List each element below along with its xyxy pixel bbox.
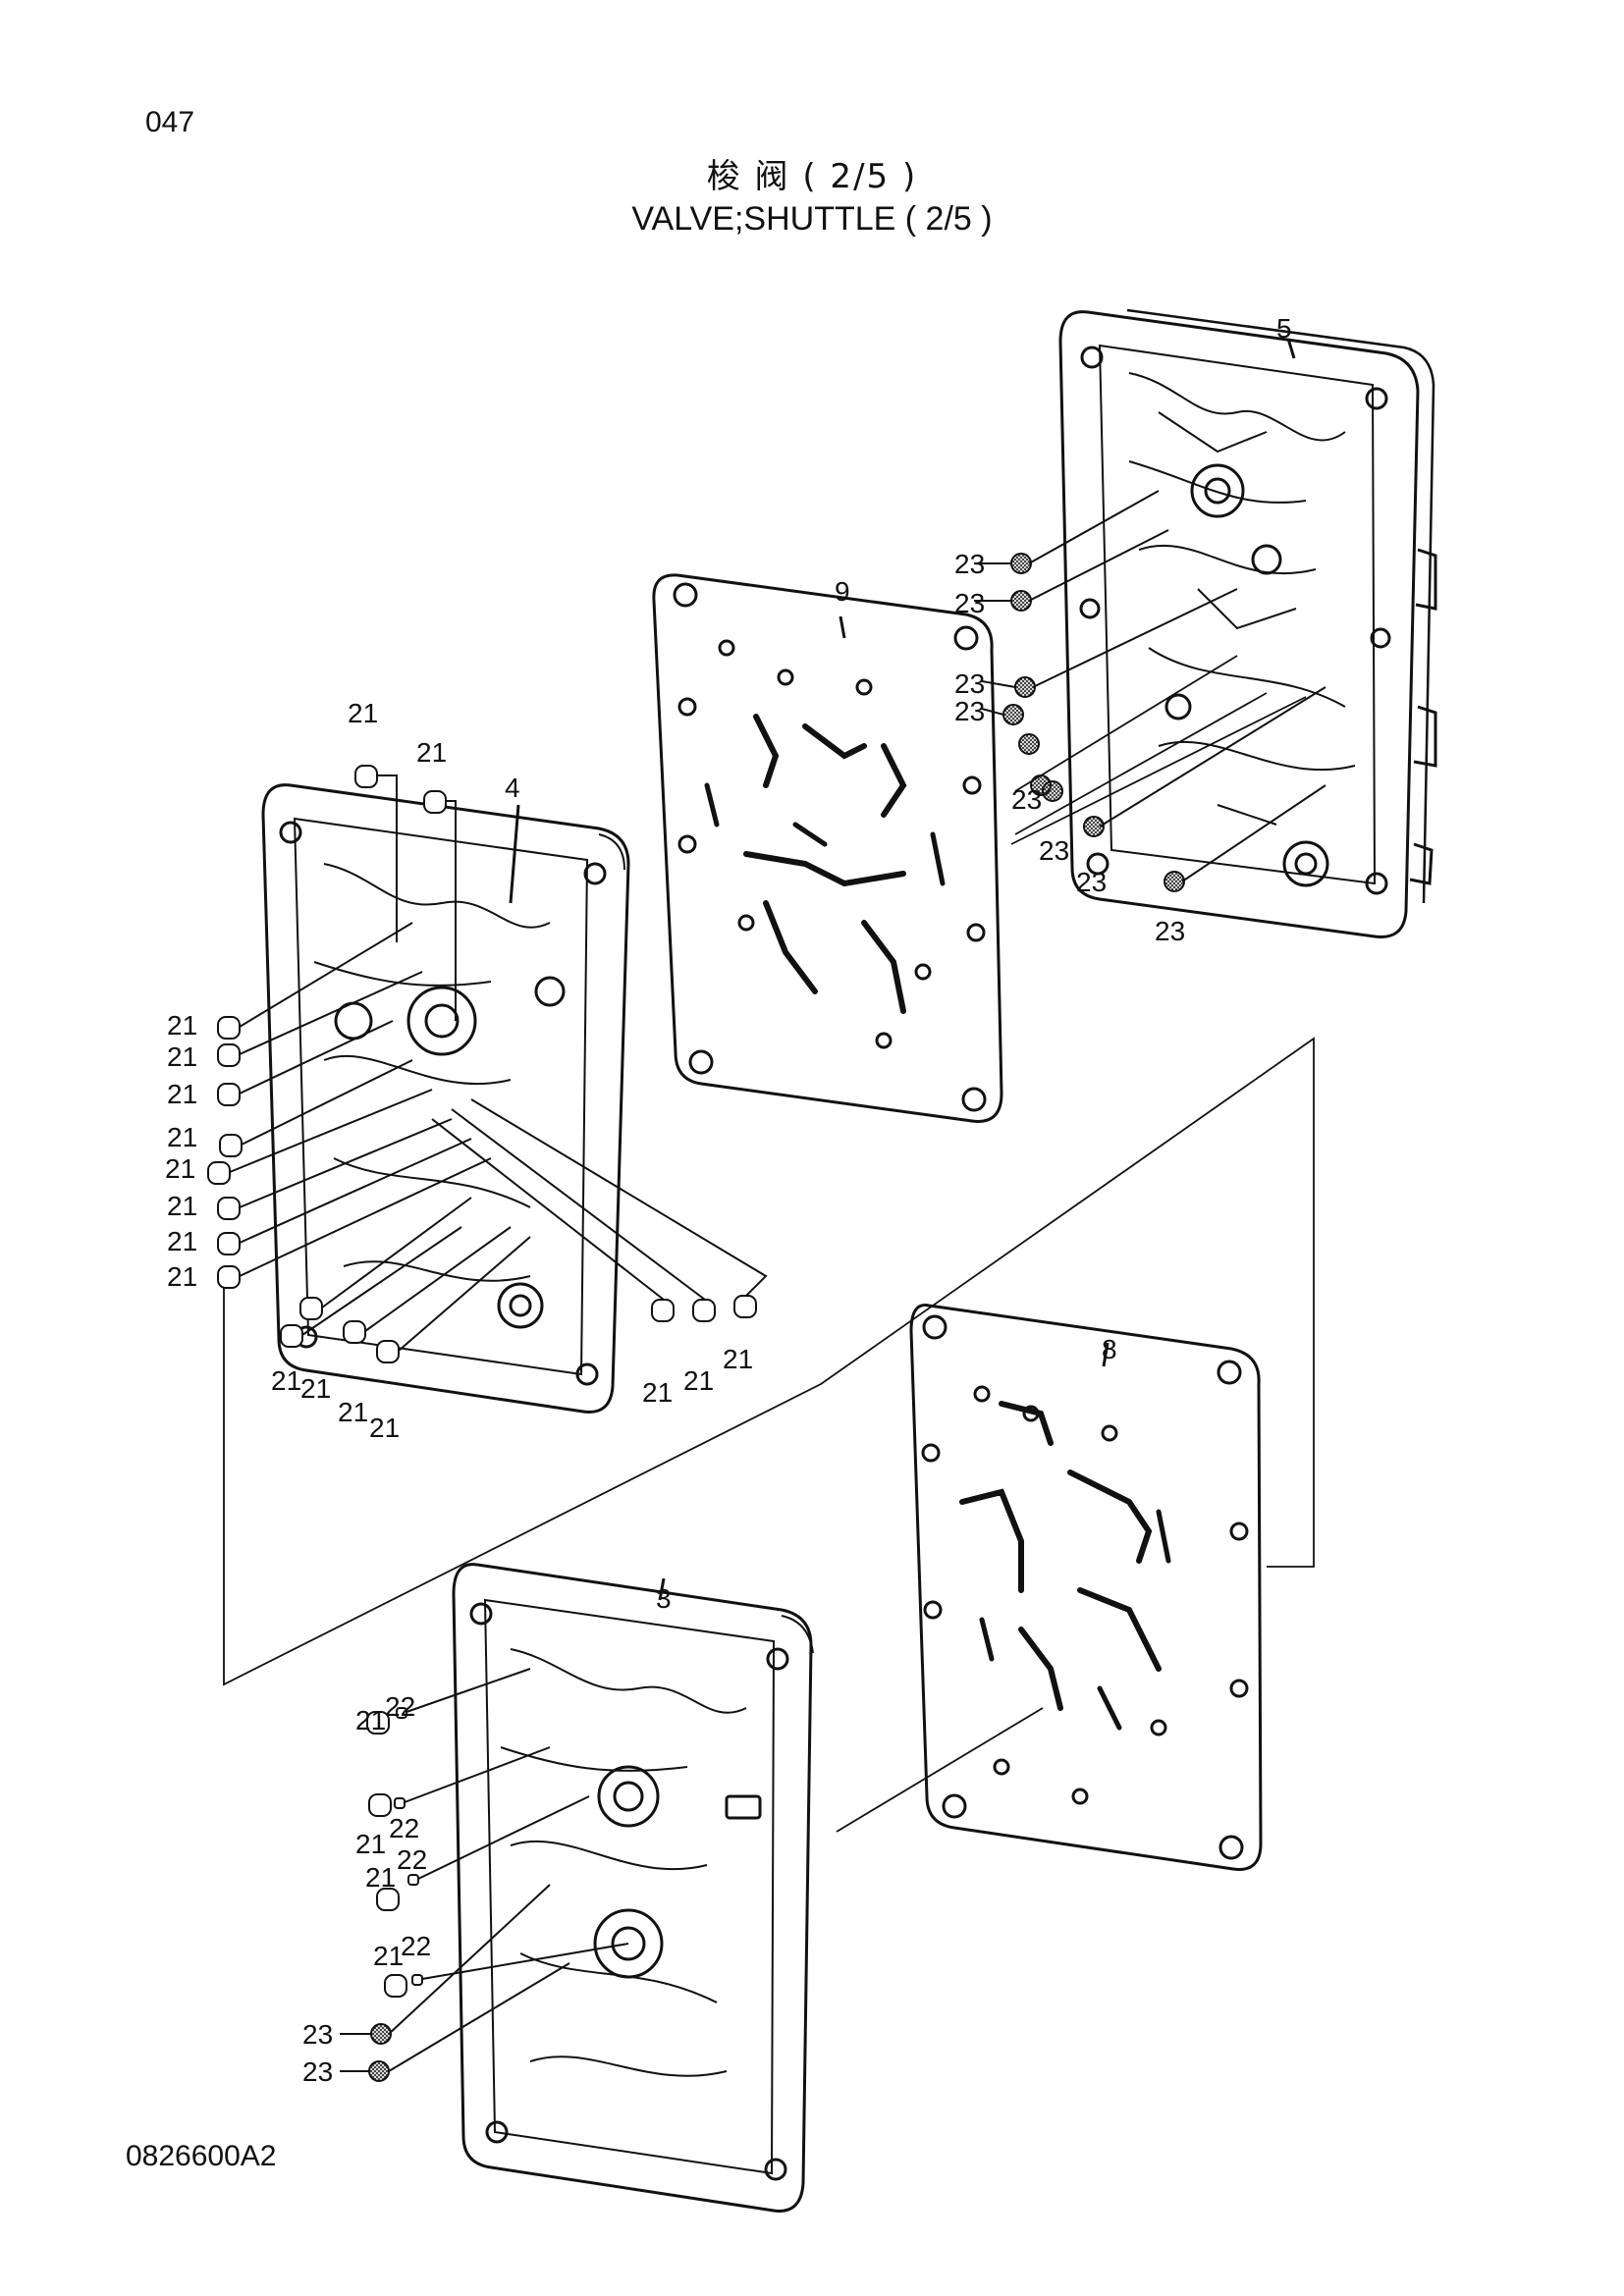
callout-21-o: 21 <box>642 1377 673 1408</box>
callout-labels: 5 9 4 8 3 23 23 23 23 23 23 23 23 21 21 … <box>165 313 1292 2087</box>
callout-21-b: 21 <box>416 737 447 768</box>
document-code: 0826600A2 <box>126 2140 277 2172</box>
title-chinese: 梭 阀 ( 2/5 ) <box>706 157 918 196</box>
callout-21-d: 21 <box>167 1041 197 1072</box>
callout-21-i: 21 <box>167 1226 197 1256</box>
callout-22-d: 22 <box>401 1931 431 1961</box>
callout-21-e: 21 <box>167 1079 197 1109</box>
callout-8: 8 <box>1102 1334 1117 1364</box>
callout-22-a: 22 <box>385 1691 415 1722</box>
callout-5: 5 <box>1276 313 1292 344</box>
callout-4: 4 <box>505 773 520 803</box>
callout-21-c: 21 <box>167 1010 197 1041</box>
callout-21-u: 21 <box>373 1941 404 1971</box>
callout-21-s: 21 <box>355 1829 386 1859</box>
callout-3: 3 <box>656 1583 672 1614</box>
part-9-separator-plate <box>652 573 1003 1123</box>
callout-9: 9 <box>835 576 850 607</box>
callout-22-b: 22 <box>389 1813 419 1843</box>
assembly-leader-lines <box>223 655 1315 1833</box>
callout-21-n: 21 <box>369 1413 400 1443</box>
part-8-separator-plate <box>909 1304 1263 1871</box>
callout-21-a: 21 <box>348 698 378 728</box>
callout-22-c: 22 <box>397 1844 427 1875</box>
title-english: VALVE;SHUTTLE ( 2/5 ) <box>631 200 993 238</box>
callout-21-q: 21 <box>723 1344 753 1374</box>
callout-23-a: 23 <box>954 549 985 579</box>
callout-21-g: 21 <box>165 1153 195 1184</box>
callout-21-f: 21 <box>167 1122 197 1152</box>
callout-21-r: 21 <box>355 1705 386 1735</box>
callout-23-b: 23 <box>954 588 985 618</box>
part-3-valve-body <box>452 1563 814 2213</box>
part-21-22-23-hardware-part3 <box>340 1668 629 2082</box>
callout-21-j: 21 <box>167 1261 197 1292</box>
callout-23-j: 23 <box>302 2056 333 2087</box>
part-23-screens-upper <box>974 490 1326 892</box>
callout-23-g: 23 <box>1076 867 1107 897</box>
callout-23-c: 23 <box>954 668 985 699</box>
callout-21-m: 21 <box>338 1397 368 1427</box>
callout-23-f: 23 <box>1039 835 1069 866</box>
part-5-valve-body <box>1058 308 1437 938</box>
callout-23-h: 23 <box>1155 916 1185 946</box>
page-number: 047 <box>145 106 195 138</box>
callout-23-i: 23 <box>302 2019 333 2050</box>
callout-23-d: 23 <box>954 696 985 726</box>
part-21-plugs-part4 <box>207 765 768 1363</box>
callout-21-t: 21 <box>365 1862 396 1893</box>
callout-21-h: 21 <box>167 1191 197 1221</box>
callout-23-e: 23 <box>1011 784 1042 815</box>
callout-21-p: 21 <box>683 1365 714 1396</box>
callout-21-k: 21 <box>271 1365 301 1396</box>
callout-21-l: 21 <box>300 1373 331 1404</box>
